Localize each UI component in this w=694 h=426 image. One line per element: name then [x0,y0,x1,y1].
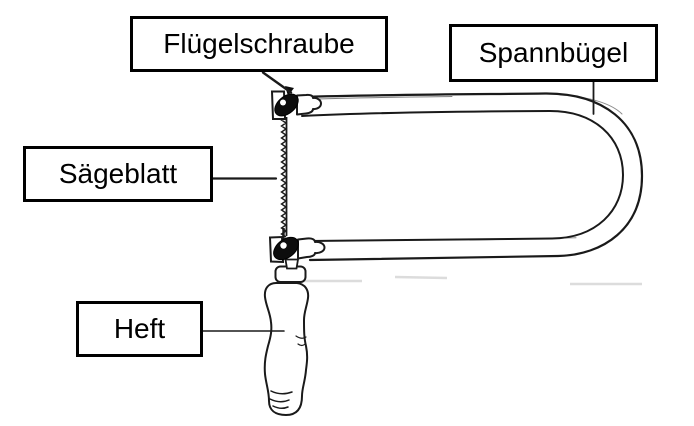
frame-sketch-stroke-1 [304,96,453,100]
handle-outline [263,282,310,417]
handle-grip-curves [295,335,307,347]
saw-handle [263,258,310,417]
frame-outer-line [299,92,644,262]
label-saegeblatt-text: Sägeblatt [58,158,178,189]
handle-neck [284,258,300,270]
bottom-wing-nut [273,236,299,261]
saw-blade-teeth [280,116,288,238]
label-heft-text: Heft [113,313,166,344]
scan-artifacts [302,275,642,286]
saw-blade [280,116,288,238]
wing-screw-bottom [268,228,326,264]
handle-hatch-lines [269,390,293,410]
top-screw-highlight [280,99,286,106]
frame-inner-line [301,109,625,242]
top-wing-nut [274,93,299,117]
wing-screw-top [270,86,322,120]
frame-sketch-stroke-2 [559,94,623,115]
bottom-clamp-jaw [297,237,326,260]
label-saegeblatt: Sägeblatt [23,146,213,202]
bottom-screw-highlight [280,242,287,249]
label-spannbuegel: Spannbügel [449,24,658,82]
label-fluegelschraube: Flügelschraube [130,16,388,72]
label-heft: Heft [76,301,203,357]
leader-lines [202,71,595,332]
frame-sketch-stroke-3 [469,237,577,241]
top-clamp-jaw [296,93,322,116]
label-spannbuegel-text: Spannbügel [478,37,629,68]
leader-line-fluegelschraube [261,71,293,94]
saw-frame [299,92,644,262]
label-fluegelschraube-text: Flügelschraube [163,28,355,59]
